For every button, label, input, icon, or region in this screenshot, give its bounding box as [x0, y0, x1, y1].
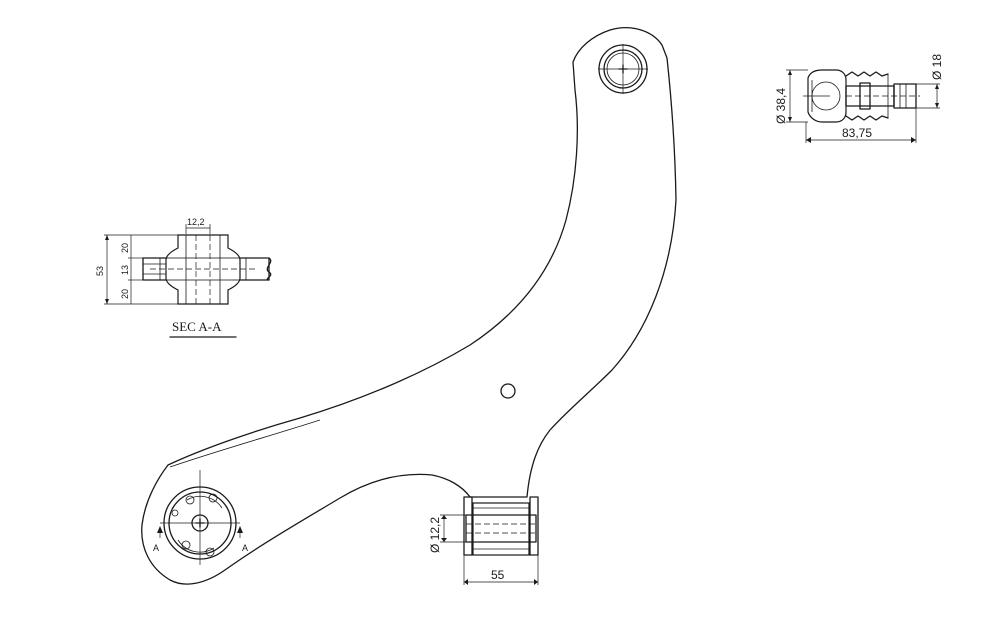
section-width-label: 12,2 [187, 217, 205, 227]
section-top-label: 20 [120, 243, 130, 253]
rear-bushing-length-label: 55 [491, 568, 505, 582]
ball-joint-stud-diameter-label: Ø 18 [930, 54, 944, 80]
mounting-hole [500, 383, 516, 399]
section-bottom-label: 20 [120, 289, 130, 299]
ball-joint-body-diameter-label: Ø 38,4 [774, 88, 788, 124]
rear-bushing: Ø 12,2 55 [428, 496, 539, 585]
control-arm [141, 27, 677, 585]
rear-bushing-diameter-label: Ø 12,2 [428, 517, 442, 553]
section-mid-label: 13 [120, 265, 130, 275]
ball-joint-eye [598, 44, 648, 94]
section-total-label: 53 [95, 266, 105, 276]
section-title: SEC A-A [172, 319, 222, 334]
section-mark-left: A [153, 543, 159, 553]
arm-outline [141, 27, 677, 585]
section-mark-right: A [242, 543, 248, 553]
ball-joint-length-label: 83,75 [842, 126, 872, 140]
arm-edge-line [169, 419, 321, 468]
ball-joint-detail: Ø 38,4 Ø 18 83,75 [774, 54, 944, 143]
section-detail: 12,2 53 20 13 20 SEC A-A [95, 217, 272, 338]
front-bushing: A A [153, 470, 248, 565]
